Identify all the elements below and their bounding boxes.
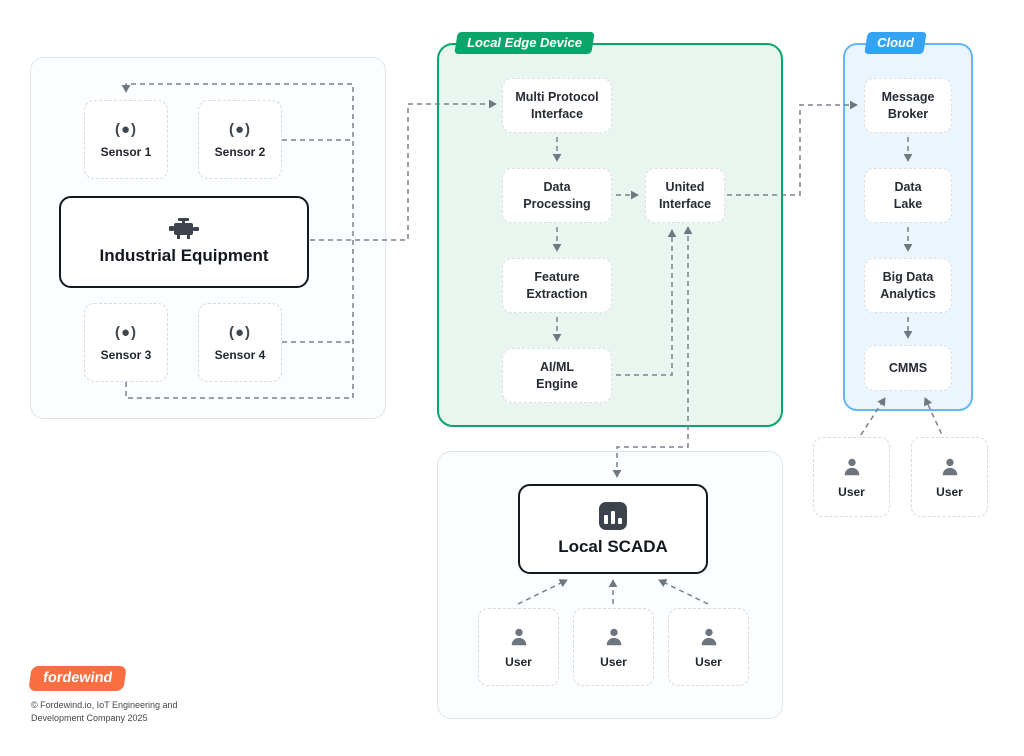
sensor-2-label: Sensor 2 [214,144,266,159]
user-icon [844,458,859,475]
cmms-node: CMMS [864,345,952,391]
sensor-icon: (●) [114,120,138,138]
fordewind-logo-label: fordewind [41,670,114,686]
multi-protocol-interface-node: Multi Protocol Interface [502,78,612,133]
sensor-2-node: (●) Sensor 2 [198,100,282,179]
aiml-engine-node: AI/ML Engine [502,348,612,403]
data-lake-label: Data Lake [893,180,923,211]
aiml-engine-label: AI/ML Engine [536,360,578,391]
engine-icon [169,218,199,239]
data-processing-label: Data Processing [523,180,591,211]
big-data-analytics-label: Big Data Analytics [880,270,936,301]
sensor-icon: (●) [228,120,252,138]
sensor-1-label: Sensor 1 [100,144,152,159]
industrial-equipment-node: Industrial Equipment [59,196,309,288]
feature-extraction-node: Feature Extraction [502,258,612,313]
user-icon [511,628,526,645]
local-edge-device-tag: Local Edge Device [454,32,595,54]
sensor-4-label: Sensor 4 [214,347,266,362]
copyright-line-2: Development Company 2025 [31,712,148,723]
sensor-4-node: (●) Sensor 4 [198,303,282,382]
industrial-equipment-label: Industrial Equipment [99,246,269,265]
scada-user-2-node: User [573,608,654,686]
local-scada-node: Local SCADA [518,484,708,574]
united-interface-label: United Interface [658,180,712,211]
copyright-text: © Fordewind.io, IoT Engineering and Deve… [31,699,178,724]
user-icon [701,628,716,645]
user-icon [606,628,621,645]
sensor-icon: (●) [228,323,252,341]
message-broker-label: Message Broker [881,90,935,121]
cloud-user-2-node: User [911,437,988,517]
sensor-3-node: (●) Sensor 3 [84,303,168,382]
cloud-user-1-label: User [838,484,865,499]
sensor-3-label: Sensor 3 [100,347,152,362]
local-edge-device-tag-label: Local Edge Device [467,35,582,50]
data-lake-node: Data Lake [864,168,952,223]
cloud-tag-label: Cloud [877,35,914,50]
sensor-icon: (●) [114,323,138,341]
bar-chart-icon [599,501,627,530]
scada-user-2-label: User [600,654,627,669]
user-icon [942,458,957,475]
scada-user-3-label: User [695,654,722,669]
data-processing-node: Data Processing [502,168,612,223]
cloud-user-1-node: User [813,437,890,517]
fordewind-logo: fordewind [28,666,128,691]
big-data-analytics-node: Big Data Analytics [864,258,952,313]
local-scada-label: Local SCADA [558,536,668,556]
feature-extraction-label: Feature Extraction [526,270,588,301]
message-broker-node: Message Broker [864,78,952,133]
cloud-tag: Cloud [864,32,927,54]
scada-user-1-label: User [505,654,532,669]
cloud-user-2-label: User [936,484,963,499]
scada-user-1-node: User [478,608,559,686]
copyright-line-1: © Fordewind.io, IoT Engineering and [31,700,178,710]
united-interface-node: United Interface [645,168,725,223]
multi-protocol-interface-label: Multi Protocol Interface [515,90,599,121]
cmms-label: CMMS [888,360,928,375]
scada-user-3-node: User [668,608,749,686]
sensor-1-node: (●) Sensor 1 [84,100,168,179]
